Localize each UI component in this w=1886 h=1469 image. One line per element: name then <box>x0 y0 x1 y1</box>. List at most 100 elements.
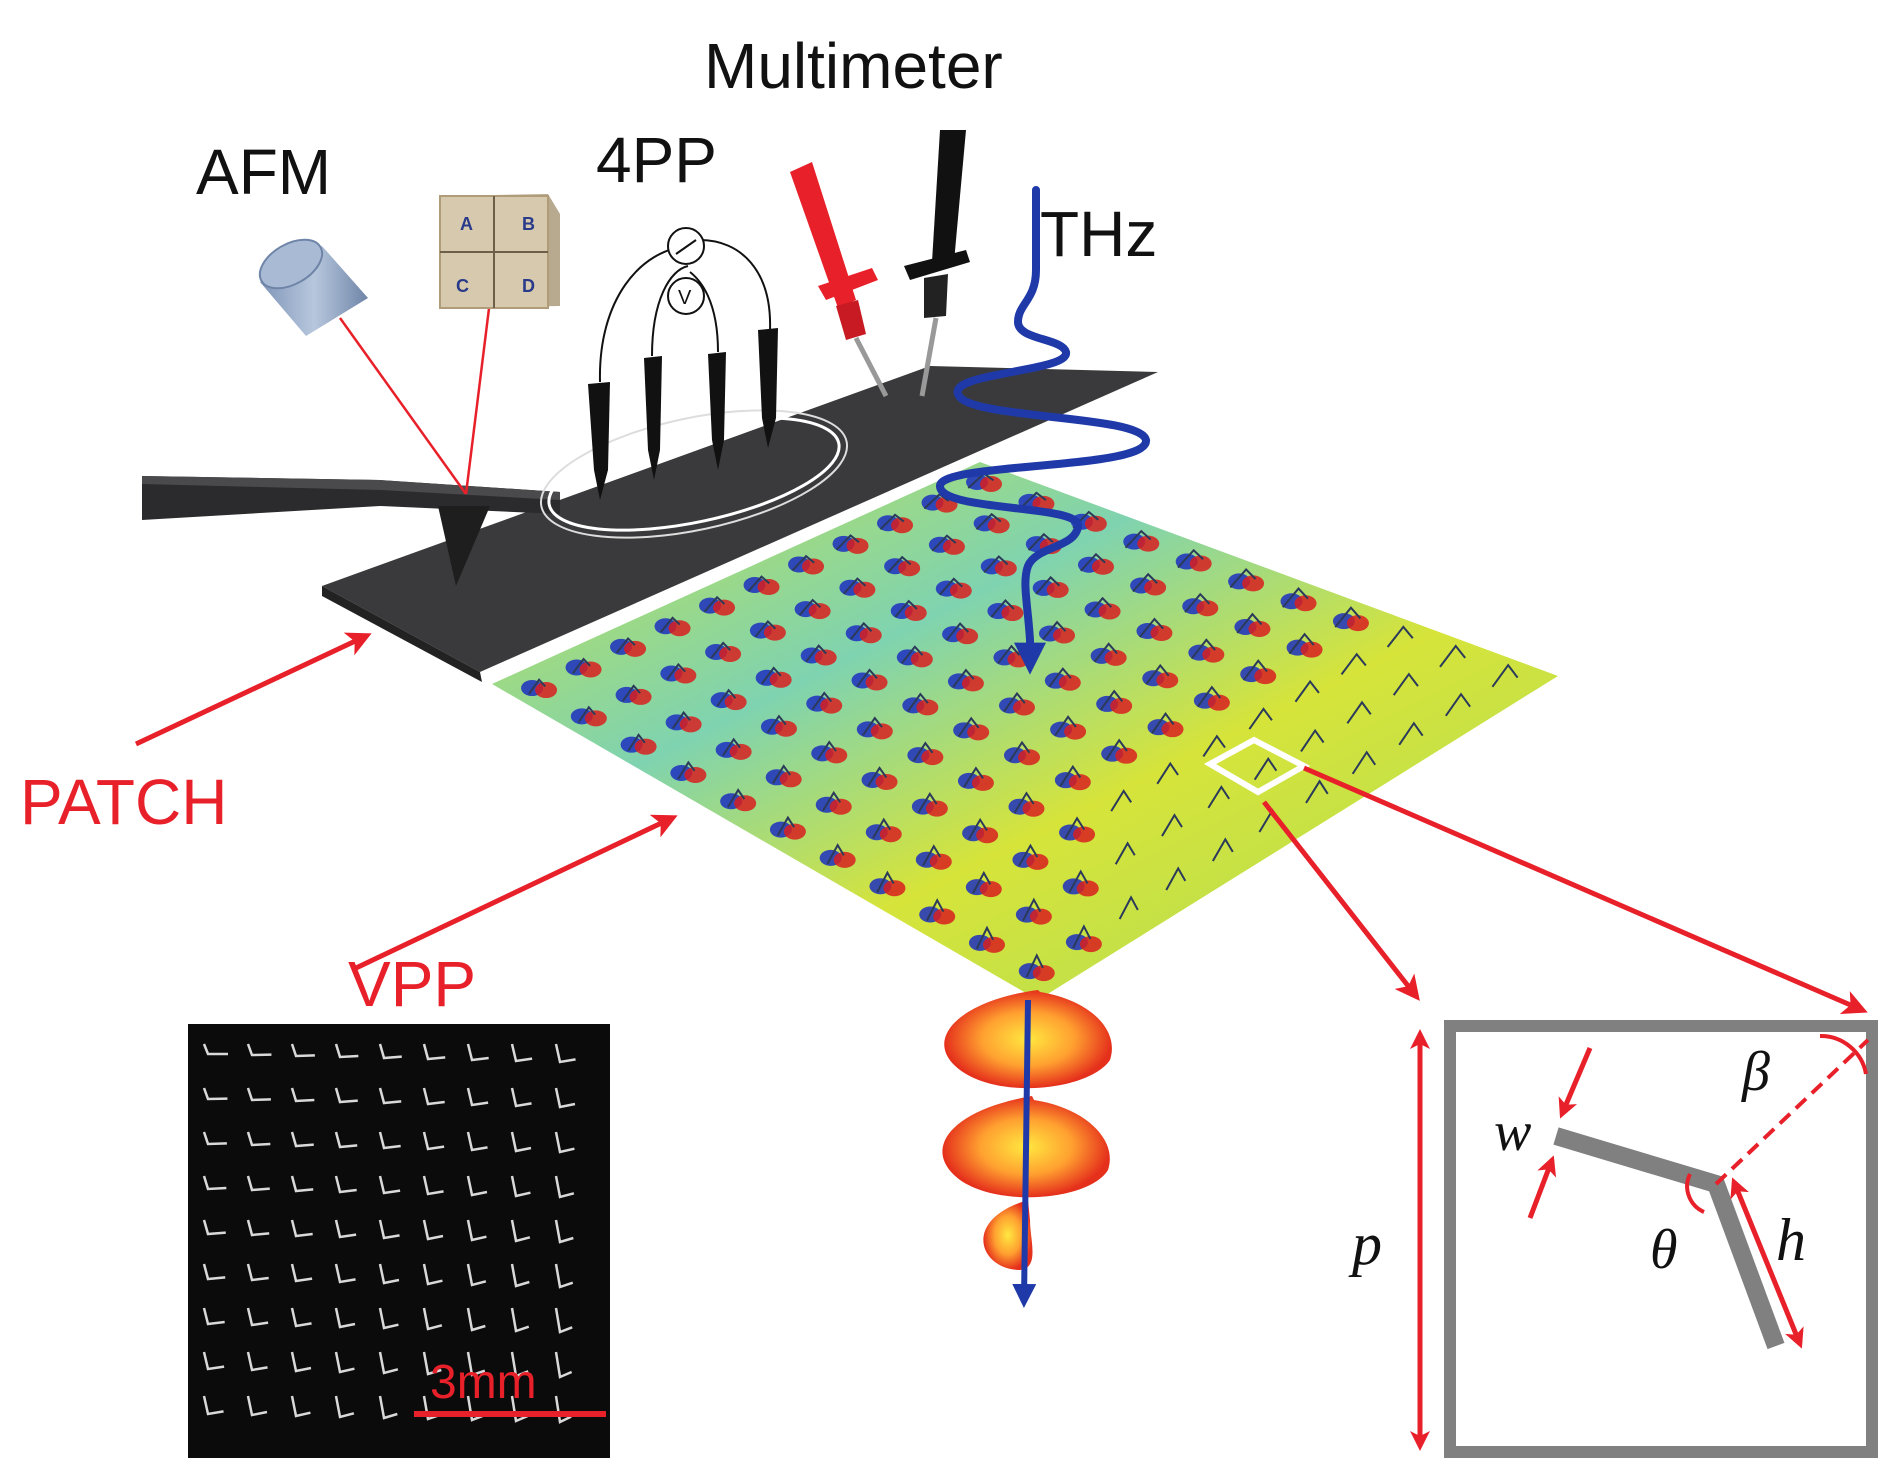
sem-antenna <box>334 1087 358 1104</box>
antenna-rod <box>894 599 918 618</box>
antenna-rod <box>1110 789 1132 812</box>
antenna-rod <box>1300 728 1325 753</box>
antenna-rod <box>805 644 827 663</box>
afm-tip <box>438 506 490 586</box>
sem-antenna <box>202 1087 228 1101</box>
antenna-rod <box>754 620 777 638</box>
probe-needles <box>588 328 778 500</box>
sem-antenna <box>554 1219 574 1244</box>
sem-antenna <box>378 1351 399 1375</box>
quadrant-label: D <box>522 276 535 296</box>
sem-antenna <box>510 1351 529 1378</box>
antenna-rod <box>671 710 691 729</box>
vpp-pointer-arrow <box>354 814 678 971</box>
antenna-rod <box>577 705 596 723</box>
sem-antenna <box>510 1395 529 1423</box>
sem-antenna <box>510 1043 533 1063</box>
antenna-rod <box>703 595 726 613</box>
patch-pointer-arrow <box>134 632 372 747</box>
sem-antenna <box>422 1219 444 1241</box>
sem-antenna <box>334 1351 355 1374</box>
width-arrow-top <box>1558 1047 1593 1119</box>
sem-antenna <box>422 1351 442 1376</box>
beta-angle-arc <box>1819 1033 1868 1075</box>
antenna-rod <box>1229 567 1257 589</box>
field-spot <box>953 722 990 741</box>
antenna-rod <box>1114 841 1136 865</box>
antenna-rod <box>835 534 860 551</box>
antenna-rod <box>1439 644 1466 668</box>
voltmeter-symbol: V <box>678 287 692 309</box>
sem-antenna <box>378 1263 400 1285</box>
antenna-rod <box>772 764 791 784</box>
antenna-rod <box>1151 712 1175 734</box>
sem-antenna <box>290 1175 314 1193</box>
antenna-rod <box>1340 652 1367 675</box>
antenna-rod <box>766 714 787 734</box>
field-spot <box>1004 747 1041 766</box>
antenna-rod <box>727 788 746 808</box>
antenna-rod <box>1351 750 1377 775</box>
antenna-rod <box>1059 764 1082 787</box>
thz-label: THz <box>1040 198 1157 270</box>
antenna-rods <box>527 472 1519 978</box>
sem-antenna <box>334 1263 356 1284</box>
antenna-rod <box>952 668 975 689</box>
sem-antenna <box>422 1307 443 1331</box>
antenna-rod <box>1242 659 1268 681</box>
antenna-rod <box>1025 953 1044 978</box>
beta-label: β <box>1741 1041 1770 1103</box>
sem-antenna <box>378 1219 400 1240</box>
sem-antenna <box>290 1351 312 1373</box>
sem-antenna <box>422 1175 444 1196</box>
antenna-rod <box>1165 866 1187 891</box>
antenna-rod <box>975 925 995 950</box>
sem-antenna <box>554 1087 576 1109</box>
antenna-rod <box>1491 663 1519 688</box>
antenna-rod <box>716 688 737 707</box>
antenna-rod <box>907 692 929 712</box>
antenna-rod <box>1132 572 1158 593</box>
field-spot <box>1130 577 1167 596</box>
antenna-rod <box>1392 672 1419 696</box>
sem-antenna <box>422 1263 443 1286</box>
antenna-rod <box>1386 625 1414 648</box>
h-label: h <box>1776 1207 1806 1273</box>
theta-label: θ <box>1650 1219 1678 1281</box>
sem-antenna <box>202 1131 227 1146</box>
sem-antenna <box>202 1043 228 1056</box>
antenna-rod <box>1013 791 1035 814</box>
antenna-rod <box>571 657 591 675</box>
sem-antenna <box>246 1219 270 1237</box>
antenna-rod <box>963 766 984 788</box>
antenna-rod <box>1080 552 1106 572</box>
quadrant-label: C <box>456 276 469 296</box>
sem-antenna <box>510 1131 532 1153</box>
antenna-rod <box>747 575 770 592</box>
sem-antenna <box>554 1395 572 1424</box>
sem-antenna <box>246 1131 271 1147</box>
sem-antenna <box>334 1219 357 1239</box>
thz-incident-beam <box>935 186 1150 675</box>
antenna-rod <box>1253 756 1278 781</box>
sem-antenna <box>554 1263 574 1289</box>
field-spot <box>720 793 757 812</box>
field-spot <box>1054 772 1091 791</box>
sem-antenna <box>246 1043 272 1057</box>
sem-antenna <box>466 1351 486 1377</box>
sem-antenna <box>510 1087 532 1108</box>
antenna-rod <box>1099 689 1124 711</box>
vpp-label: VPP <box>348 948 476 1020</box>
antenna-rod <box>926 898 945 921</box>
sem-antenna <box>246 1175 270 1192</box>
antenna-rod <box>791 554 815 572</box>
sem-antenna <box>554 1175 575 1199</box>
antenna-rod <box>872 817 892 839</box>
sem-antenna <box>378 1087 402 1105</box>
antenna-rod <box>1282 587 1309 608</box>
sem-antenna <box>246 1395 268 1417</box>
zoom-arrow-right <box>1303 765 1868 1015</box>
field-spot <box>965 879 1002 898</box>
field-spot <box>1015 906 1052 925</box>
